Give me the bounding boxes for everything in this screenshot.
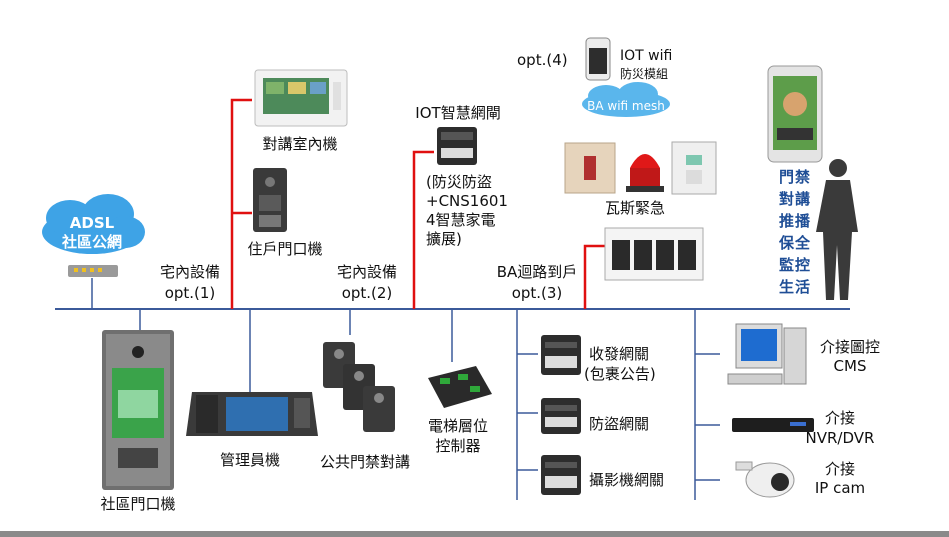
adsl-label: ADSL [69,214,115,232]
parcel-notice-label: (包裹公告) [584,365,656,383]
iot-gateway-icon [437,127,477,165]
iot-desc-line2: +CNS1601 [426,192,508,210]
indoor-unit-label: 對講室內機 [262,135,338,153]
community-network-label: 社區公網 [61,233,122,251]
security-gateway-label: 防盜網關 [589,415,650,433]
gas-emergency-devices-icon [564,141,717,195]
door-station-icon [253,168,287,232]
iot-gateway-label: IOT智慧網閘 [415,104,501,122]
ba-wifi-mesh-label: BA wifi mesh [587,99,665,113]
indoor-monitor-icon [254,69,348,127]
smartphone-icon [767,65,823,163]
elevator-label-line1: 電梯層位 [427,417,488,435]
side-item-security: 保全 [778,234,811,252]
iot-wifi-module-icon [585,37,611,81]
adsl-cloud [42,194,145,254]
side-item-monitor: 監控 [778,256,811,274]
public-access-label: 公共門禁對講 [319,453,410,471]
disaster-module-label: 防災模組 [620,67,669,81]
public-access-stations-icon [323,342,395,432]
ba-terminal-block-icon [604,227,704,281]
home-opt2-label: 宅內設備 [336,263,397,281]
adsl-modem-icon [68,265,118,277]
ba-wifi-cloud [582,82,670,117]
nvr-label-line1: 介接 [824,409,855,427]
ba-loop-label: BA迴路到戶 [496,263,578,281]
desktop-computer-icon [727,323,807,385]
gas-emergency-label: 瓦斯緊急 [604,199,665,217]
side-item-intercom: 對講 [778,190,811,208]
opt1-red-lines [230,98,252,309]
elevator-label-line2: 控制器 [435,437,481,455]
manager-console-icon [186,392,318,436]
nvr-label-line2: NVR/DVR [805,429,875,447]
person-silhouette-icon [816,159,858,300]
community-door-label: 社區門口機 [100,495,176,513]
ba-opt3-code: opt.(3) [511,284,563,302]
door-station-label: 住戶門口機 [247,240,323,258]
ipcam-label-line1: 介接 [824,460,855,478]
bus-drop-lines [139,309,720,500]
community-door-station-icon [102,330,174,490]
camera-gateway-label: 攝影機網關 [589,471,665,489]
opt4-label: opt.(4) [517,51,568,69]
elevator-controller-icon [428,366,492,408]
side-item-push: 推播 [778,212,811,230]
iot-wifi-label: IOT wifi [620,48,673,64]
opt2-red-line [412,150,434,309]
home-opt1-code: opt.(1) [164,284,216,302]
iot-desc-line4: 擴展) [426,230,462,248]
manager-label: 管理員機 [219,451,280,469]
nvr-recorder-icon [732,418,814,432]
transceiver-gateway-label: 收發網關 [589,345,650,363]
cms-label-line2: CMS [833,357,867,375]
side-feature-list: 門禁 對講 推播 保全 監控 生活 [770,166,820,298]
ip-camera-icon [735,461,795,498]
home-opt2-code: opt.(2) [341,284,393,302]
side-item-access: 門禁 [778,168,811,186]
gateway-boxes-icon [541,335,581,495]
opt3-red-line [583,244,605,309]
home-opt1-label: 宅內設備 [159,263,220,281]
side-item-life: 生活 [778,278,811,296]
iot-desc-line1: (防災防盜 [426,173,492,191]
cms-label-line1: 介接圖控 [819,338,880,356]
iot-desc-line3: 4智慧家電 [426,211,496,229]
ipcam-label-line2: IP cam [814,479,866,497]
footer-bar [0,531,949,537]
